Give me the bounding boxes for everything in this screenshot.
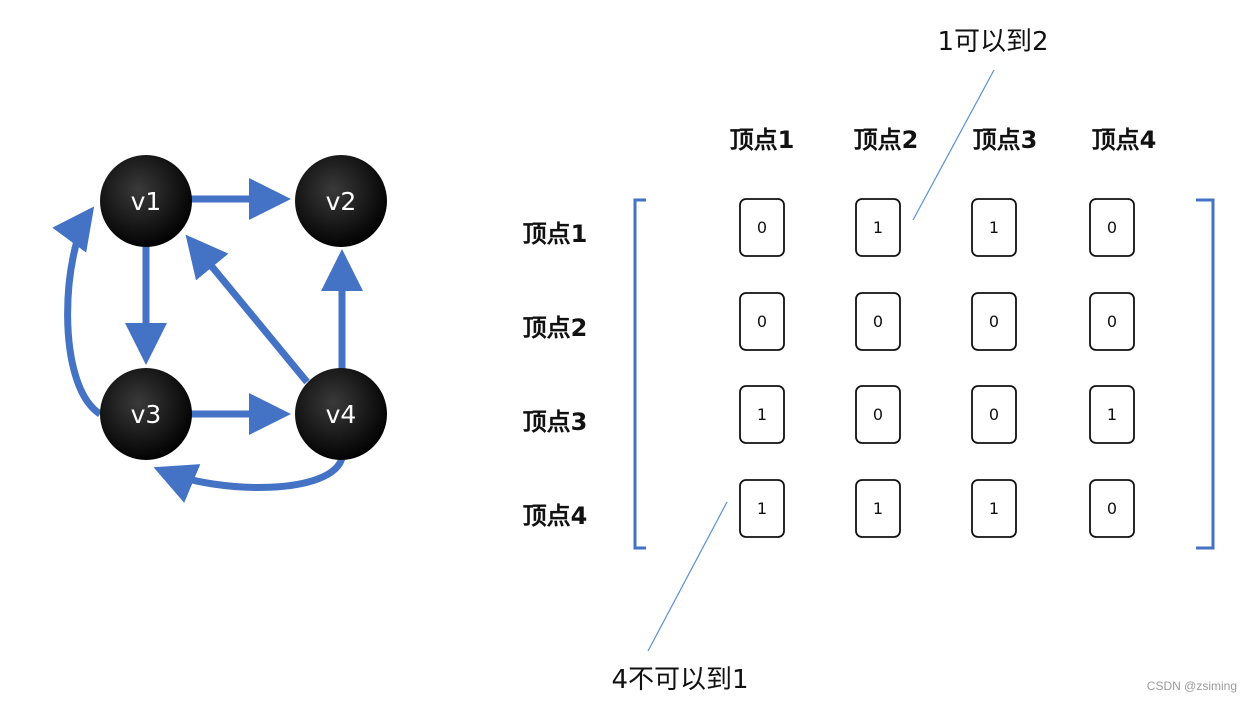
- node-v1: v1: [100, 155, 192, 247]
- edge-v4-v1: [185, 234, 310, 385]
- node-v4: v4: [295, 368, 387, 460]
- svg-text:1: 1: [757, 405, 767, 424]
- matrix-cell: 1: [971, 479, 1017, 538]
- column-headers: 顶点1 顶点2 顶点3 顶点4: [730, 126, 1157, 154]
- svg-text:1: 1: [989, 499, 999, 518]
- matrix-cell: 1: [739, 385, 785, 444]
- svg-text:1: 1: [989, 218, 999, 237]
- svg-text:0: 0: [989, 312, 999, 331]
- node-v4-label: v4: [326, 400, 357, 429]
- row-header: 顶点1: [523, 220, 588, 248]
- matrix-left-bracket: [633, 198, 646, 550]
- matrix-cell: 0: [1089, 479, 1135, 538]
- column-header: 顶点4: [1092, 126, 1157, 154]
- matrix-cell: 1: [855, 479, 901, 538]
- annotation-bottom-leader: [647, 501, 728, 652]
- matrix-cell: 1: [1089, 385, 1135, 444]
- svg-text:0: 0: [873, 405, 883, 424]
- matrix-cell: 0: [739, 198, 785, 257]
- node-v2: v2: [295, 155, 387, 247]
- annotation-top: 1可以到2: [937, 27, 1048, 57]
- annotations: 1可以到2 4不可以到1: [611, 27, 1048, 695]
- edge-v4-v3: [153, 456, 346, 503]
- matrix-cell: 0: [971, 292, 1017, 351]
- matrix-cell: 1: [739, 479, 785, 538]
- svg-text:0: 0: [757, 218, 767, 237]
- row-header: 顶点3: [523, 408, 588, 436]
- svg-text:0: 0: [757, 312, 767, 331]
- matrix-cell: 0: [855, 292, 901, 351]
- row-headers: 顶点1 顶点2 顶点3 顶点4: [523, 220, 588, 530]
- matrix-right-bracket: [1196, 198, 1215, 550]
- matrix-cell: 1: [971, 198, 1017, 257]
- svg-text:0: 0: [1107, 218, 1117, 237]
- graph-edges: [52, 178, 363, 503]
- matrix-cell: 1: [855, 198, 901, 257]
- adjacency-matrix: 顶点1 顶点2 顶点3 顶点4 顶点1 顶点2 顶点3 顶点4 0 1: [523, 126, 1215, 550]
- svg-text:1: 1: [873, 218, 883, 237]
- svg-text:1: 1: [757, 499, 767, 518]
- svg-text:0: 0: [989, 405, 999, 424]
- column-header: 顶点2: [854, 126, 919, 154]
- node-v1-label: v1: [131, 187, 162, 216]
- column-header: 顶点3: [973, 126, 1038, 154]
- row-header: 顶点2: [523, 314, 588, 342]
- matrix-cell: 0: [739, 292, 785, 351]
- row-header: 顶点4: [523, 502, 588, 530]
- matrix-cells: 0 1 1 0 0 0: [739, 198, 1135, 538]
- watermark: CSDN @zsiming: [1147, 679, 1237, 693]
- annotation-bottom: 4不可以到1: [611, 665, 748, 695]
- matrix-cell: 0: [1089, 198, 1135, 257]
- edge-v3-v1: [52, 206, 103, 417]
- svg-text:0: 0: [873, 312, 883, 331]
- graph-nodes: v1 v2 v3 v4: [100, 155, 387, 460]
- annotation-top-leader: [912, 69, 995, 221]
- svg-text:0: 0: [1107, 499, 1117, 518]
- node-v2-label: v2: [326, 187, 357, 216]
- matrix-cell: 0: [971, 385, 1017, 444]
- graph: v1 v2 v3 v4: [52, 155, 387, 503]
- svg-text:1: 1: [873, 499, 883, 518]
- svg-text:1: 1: [1107, 405, 1117, 424]
- matrix-cell: 0: [1089, 292, 1135, 351]
- matrix-cell: 0: [855, 385, 901, 444]
- column-header: 顶点1: [730, 126, 795, 154]
- svg-text:0: 0: [1107, 312, 1117, 331]
- node-v3-label: v3: [131, 400, 162, 429]
- node-v3: v3: [100, 368, 192, 460]
